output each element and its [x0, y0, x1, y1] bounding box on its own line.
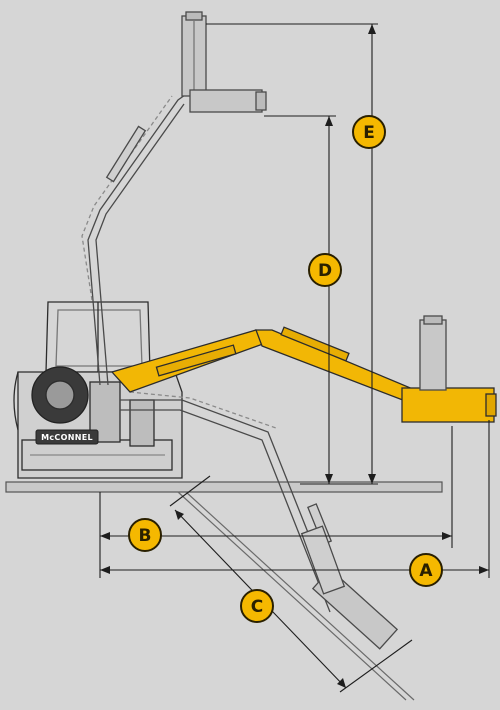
arm-bank-position [120, 391, 399, 650]
label-badge-e: E [352, 115, 386, 149]
tractor [13, 301, 183, 479]
ground-line [5, 481, 443, 493]
brand-plate-text: McCONNEL [41, 433, 93, 442]
arm-highlighted [110, 315, 497, 423]
label-e-text: E [363, 123, 375, 143]
bank-slope [177, 491, 415, 701]
label-badge-a: A [409, 553, 443, 587]
label-badge-c: C [240, 589, 274, 623]
label-d-text: D [318, 261, 332, 281]
arm-raised-position [81, 11, 267, 386]
brand-plate: McCONNEL [35, 429, 99, 445]
dimension-arrowheads [100, 24, 489, 688]
label-badge-b: B [128, 518, 162, 552]
label-c-text: C [251, 597, 263, 617]
label-badge-d: D [308, 253, 342, 287]
label-a-text: A [419, 561, 433, 581]
label-b-text: B [139, 526, 152, 546]
